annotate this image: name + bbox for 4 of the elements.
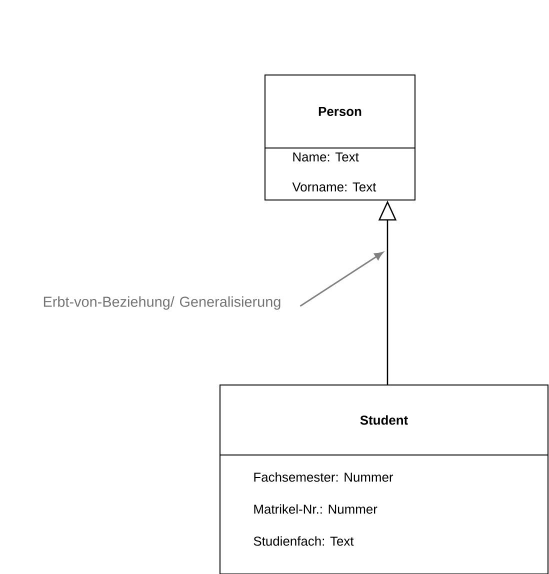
class-box: Student Fachsemester: Nummer Matrikel-Nr.: Nummer Studienfach: Text (220, 384, 548, 574)
annotation-text: Erbt-von-Beziehung/ Generalisierung (44, 296, 280, 310)
leader-line (300, 252, 384, 307)
class-box: Person Name: Text Vorname: Text (264, 74, 416, 200)
